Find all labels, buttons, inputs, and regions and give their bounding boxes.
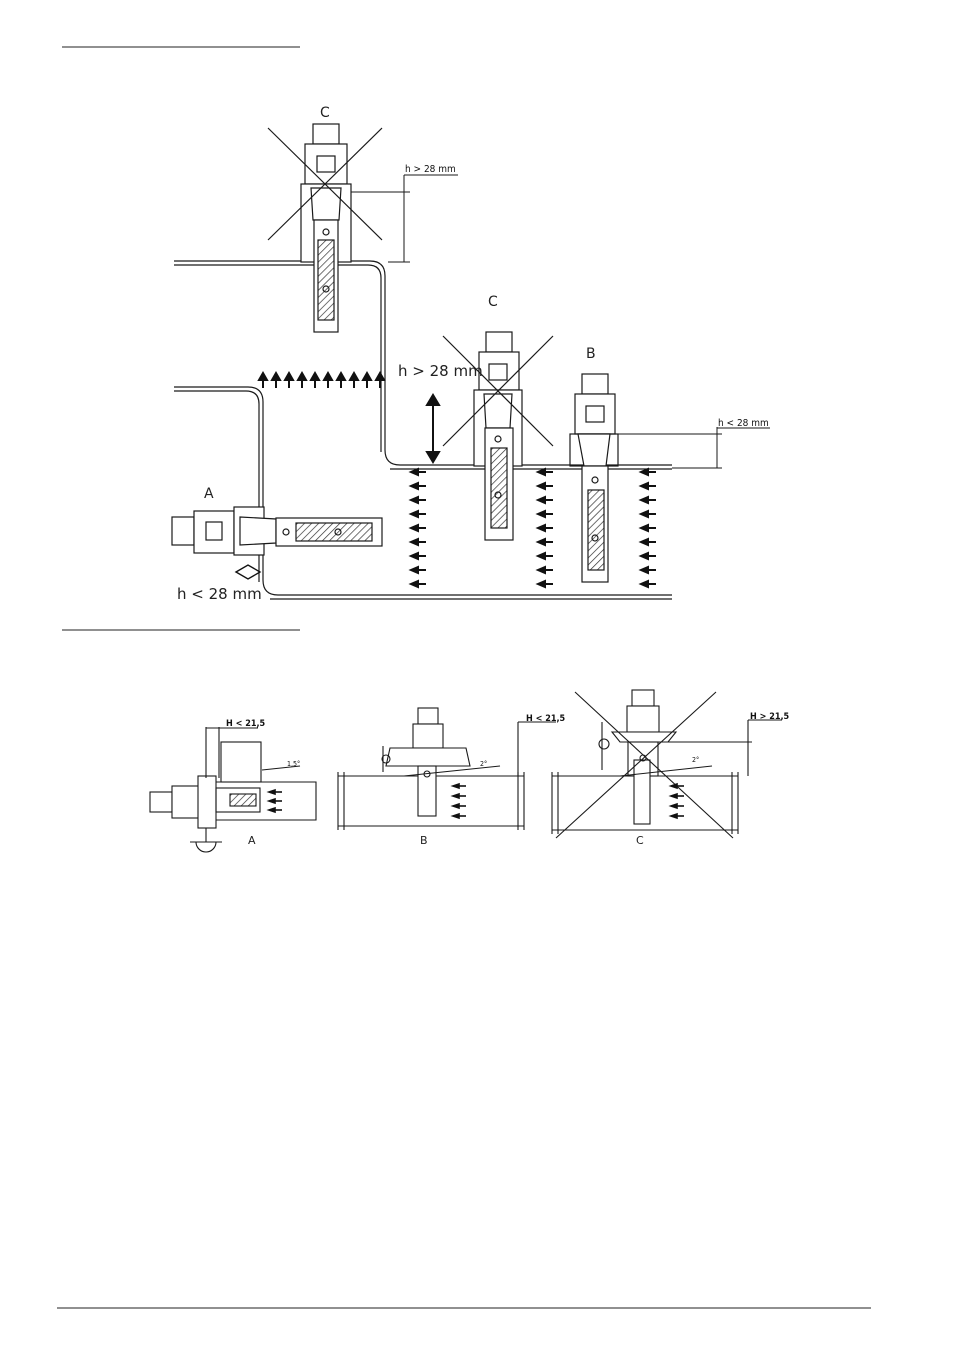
- label-b-2: B: [420, 834, 428, 847]
- dimension-double-arrow: [427, 395, 439, 462]
- angle-a-2: 1,5°: [287, 760, 300, 768]
- label-a: A: [204, 486, 214, 502]
- angle-c-2: 2°: [692, 756, 699, 764]
- flow-arrows-left: [411, 469, 656, 587]
- angle-b-2: 2°: [480, 760, 487, 768]
- dim-middle-label: h > 28 mm: [398, 362, 483, 380]
- dim-bottom-label: h < 28 mm: [177, 585, 262, 603]
- dimension-top: [351, 175, 458, 262]
- diagram-2-fitting-a: [150, 727, 316, 852]
- label-c-2: C: [636, 834, 644, 847]
- dim-right-label: h < 28 mm: [718, 418, 769, 429]
- flow-arrows-up: [259, 373, 384, 388]
- dimension-right: [618, 427, 770, 468]
- sensor-a: [172, 507, 382, 555]
- diagram-2-fitting-b: [338, 708, 556, 830]
- sensor-b: [570, 374, 618, 582]
- diagram-2-c-arrows: [671, 784, 684, 818]
- diagram-2-a-arrows: [269, 790, 282, 812]
- diagram-2-fitting-c: [552, 690, 782, 838]
- dim-a-2: H < 21,5: [226, 719, 266, 729]
- dim-top-label: h > 28 mm: [405, 164, 456, 175]
- diagram-2-b-arrows: [453, 784, 466, 818]
- dimension-marker-diamond: [236, 565, 260, 579]
- label-c-top: C: [320, 105, 330, 121]
- sensor-c-top: [268, 124, 382, 332]
- label-b: B: [586, 346, 596, 362]
- label-c-middle: C: [488, 294, 498, 310]
- dim-c-2: H > 21,5: [750, 712, 790, 722]
- dim-b-2: H < 21,5: [526, 714, 566, 724]
- label-a-2: A: [248, 834, 256, 847]
